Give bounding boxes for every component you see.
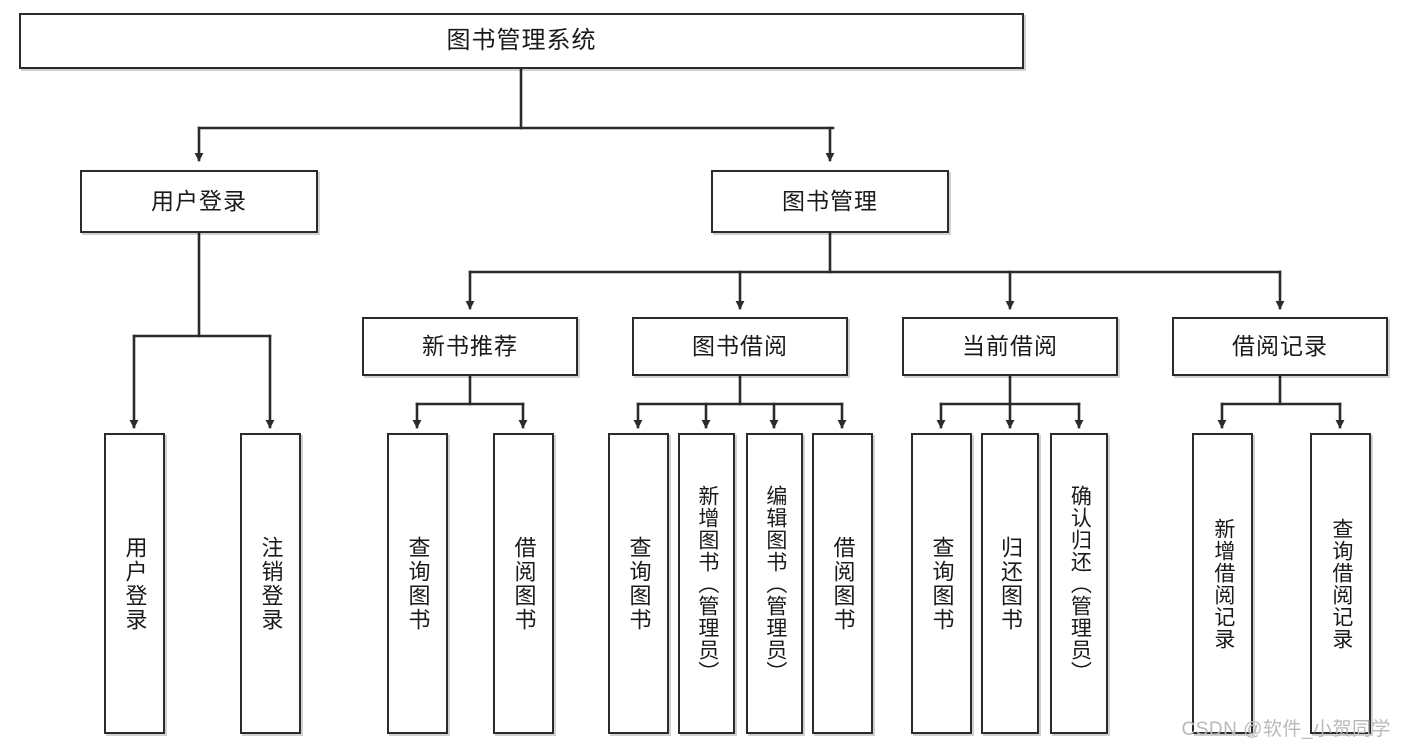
node-leaf-user-logout-label: 注销登录 xyxy=(258,535,284,632)
node-leaf-user-logout[interactable]: 注销登录 xyxy=(240,433,301,734)
node-leaf-add-record[interactable]: 新增借阅记录 xyxy=(1192,433,1253,734)
node-leaf-borrow-book-1[interactable]: 借阅图书 xyxy=(493,433,554,734)
node-book-borrow-label: 图书借阅 xyxy=(692,332,788,359)
node-leaf-borrow-book-1-label: 借阅图书 xyxy=(511,535,537,632)
node-root-label: 图书管理系统 xyxy=(446,26,597,54)
node-leaf-return-book[interactable]: 归还图书 xyxy=(981,433,1039,734)
node-leaf-add-book-label: 新增图书（管理员） xyxy=(695,484,719,683)
node-new-book-recommend-label: 新书推荐 xyxy=(422,332,518,359)
node-leaf-user-login[interactable]: 用户登录 xyxy=(104,433,165,734)
node-leaf-confirm-return-label: 确认归还（管理员） xyxy=(1068,484,1092,683)
node-leaf-borrow-book-2[interactable]: 借阅图书 xyxy=(812,433,873,734)
node-leaf-query-record[interactable]: 查询借阅记录 xyxy=(1310,433,1371,734)
csdn-watermark: CSDN @软件_小贺同学 xyxy=(1181,719,1391,740)
node-borrow-record[interactable]: 借阅记录 xyxy=(1172,317,1388,376)
node-book-management[interactable]: 图书管理 xyxy=(711,170,949,233)
node-leaf-user-login-label: 用户登录 xyxy=(122,535,148,632)
node-root[interactable]: 图书管理系统 xyxy=(19,13,1024,69)
node-leaf-query-book-1[interactable]: 查询图书 xyxy=(387,433,448,734)
node-leaf-add-record-label: 新增借阅记录 xyxy=(1211,517,1235,650)
node-user-login[interactable]: 用户登录 xyxy=(80,170,318,233)
node-current-borrow-label: 当前借阅 xyxy=(962,332,1058,359)
node-leaf-query-book-3[interactable]: 查询图书 xyxy=(911,433,972,734)
node-new-book-recommend[interactable]: 新书推荐 xyxy=(362,317,578,376)
node-leaf-edit-book-label: 编辑图书（管理员） xyxy=(763,484,787,683)
node-leaf-confirm-return[interactable]: 确认归还（管理员） xyxy=(1050,433,1108,734)
node-borrow-record-label: 借阅记录 xyxy=(1232,332,1328,359)
node-leaf-query-book-2[interactable]: 查询图书 xyxy=(608,433,669,734)
node-leaf-query-book-2-label: 查询图书 xyxy=(626,535,652,632)
node-leaf-query-book-1-label: 查询图书 xyxy=(405,535,431,632)
node-user-login-label: 用户登录 xyxy=(151,187,247,214)
node-leaf-borrow-book-2-label: 借阅图书 xyxy=(830,535,856,632)
node-leaf-query-record-label: 查询借阅记录 xyxy=(1329,517,1353,650)
node-leaf-query-book-3-label: 查询图书 xyxy=(929,535,955,632)
node-book-management-label: 图书管理 xyxy=(782,187,878,214)
node-leaf-return-book-label: 归还图书 xyxy=(997,535,1023,632)
node-leaf-add-book[interactable]: 新增图书（管理员） xyxy=(678,433,735,734)
node-book-borrow[interactable]: 图书借阅 xyxy=(632,317,848,376)
node-leaf-edit-book[interactable]: 编辑图书（管理员） xyxy=(746,433,803,734)
node-current-borrow[interactable]: 当前借阅 xyxy=(902,317,1118,376)
